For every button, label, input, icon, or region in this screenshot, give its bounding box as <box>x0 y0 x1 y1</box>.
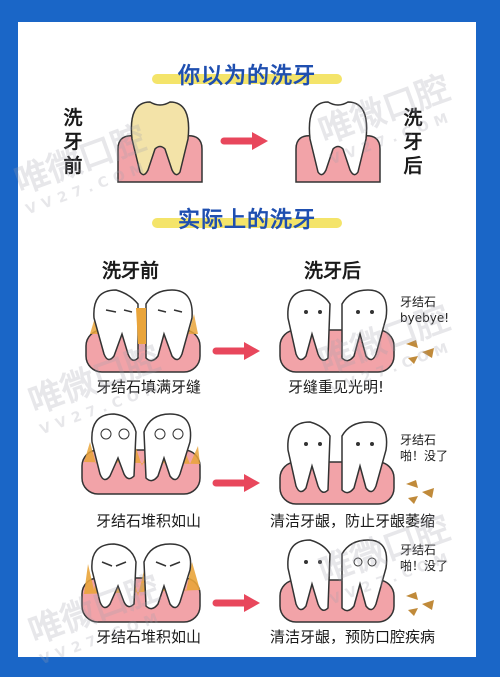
yellow-tooth-illustration <box>117 101 203 183</box>
row3-after-teeth <box>279 539 395 623</box>
tartar-crumbs-icon <box>406 592 434 616</box>
row2-note: 牙结石 啪！没了 <box>400 433 449 463</box>
tartar-crumbs-icon <box>406 480 434 504</box>
row1-note: 牙结石 byebye! <box>400 295 450 325</box>
section1-after-label: 洗牙后 <box>403 107 423 177</box>
row3-note: 牙结石 啪！没了 <box>400 543 449 573</box>
white-tooth-illustration <box>295 101 381 183</box>
row1-before-caption: 牙结石填满牙缝 <box>96 378 202 396</box>
row1-before-teeth <box>85 289 201 373</box>
poster-panel: 你以为的洗牙 洗牙前 洗牙后 实际上的洗牙 洗牙前 洗牙后 <box>10 22 476 668</box>
row1-after-teeth <box>279 289 395 373</box>
section1-before-label: 洗牙前 <box>63 107 83 177</box>
row1-after-caption: 牙缝重见光明! <box>288 378 385 396</box>
row3-before-caption: 牙结石堆积如山 <box>96 628 202 646</box>
arrow-icon <box>212 342 260 360</box>
row3-before-teeth <box>81 543 201 623</box>
row2-before-teeth <box>81 413 201 495</box>
row2-after-teeth <box>279 421 395 505</box>
before-column-label: 洗牙前 <box>102 260 160 282</box>
arrow-icon <box>212 594 260 612</box>
arrow-icon <box>220 132 268 150</box>
row3-after-caption: 清洁牙龈，预防口腔疾病 <box>270 628 436 646</box>
row2-before-caption: 牙结石堆积如山 <box>96 512 202 530</box>
arrow-icon <box>212 474 260 492</box>
section2-title: 实际上的洗牙 <box>18 202 476 234</box>
tartar-crumbs-icon <box>406 340 434 364</box>
section1-title: 你以为的洗牙 <box>18 58 476 90</box>
after-column-label: 洗牙后 <box>304 260 362 282</box>
row2-after-caption: 清洁牙龈，防止牙龈萎缩 <box>270 512 436 530</box>
